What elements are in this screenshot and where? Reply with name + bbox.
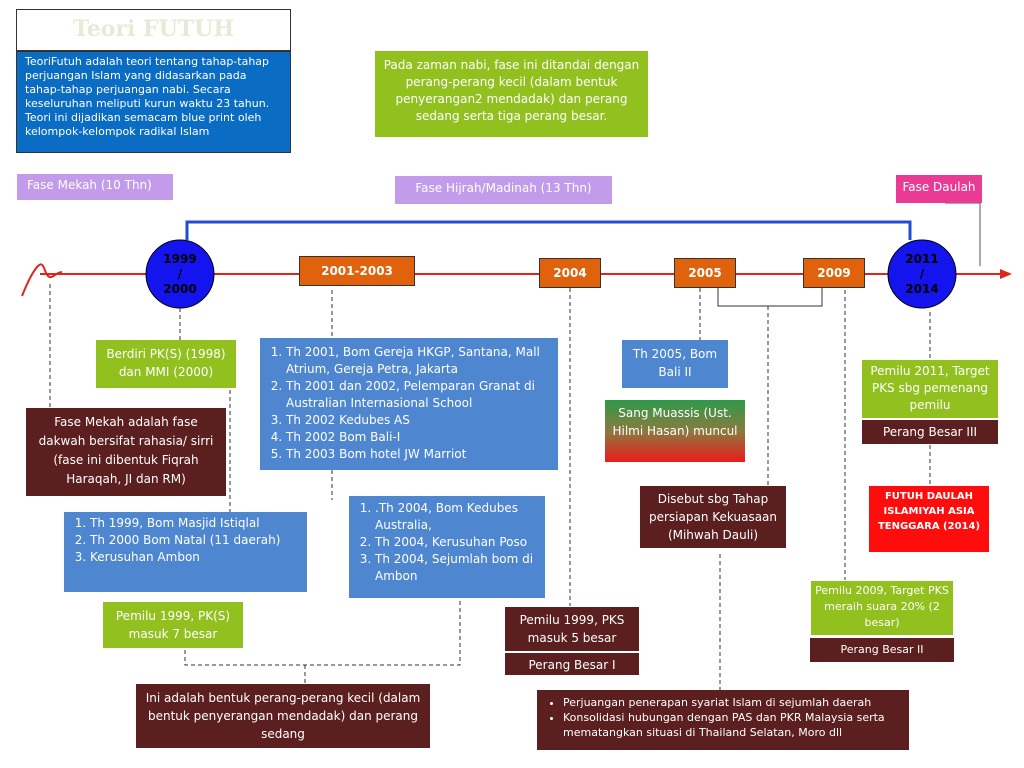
pemilu-2011-text: Pemilu 2011, Target PKS sbg pemenang pem… [870, 364, 990, 412]
fase-mekah-desc-box: Fase Mekah adalah fase dakwah bersifat r… [26, 408, 226, 496]
berdiri-text: Berdiri PK(S) (1998) dan MMI (2000) [106, 347, 226, 379]
circle-2011 [887, 239, 957, 309]
mihwah-box: Disebut sbg Tahap persiapan Kekuasaan (M… [640, 486, 786, 548]
events-2001-list: Th 2001, Bom Gereja HKGP, Santana, Mall … [266, 344, 552, 463]
pemilu-2011-box: Pemilu 2011, Target PKS sbg pemenang pem… [862, 360, 998, 418]
title-box: Teori FUTUH [16, 9, 291, 51]
madinah-bracket [185, 220, 912, 240]
circle-1999-label: 1999/2000 [163, 252, 197, 296]
mihwah-text: Disebut sbg Tahap persiapan Kekuasaan (M… [648, 492, 778, 542]
phase-madinah-label: Fase Hijrah/Madinah (13 Thn) [415, 181, 592, 195]
bom-bali-2-text: Th 2005, Bom Bali II [632, 347, 718, 379]
circle-1999 [145, 239, 215, 309]
year-2001-label: 2001-2003 [321, 264, 393, 278]
phase-mekah-label: Fase Mekah (10 Thn) [27, 178, 152, 192]
circle-2011-label: 2011/2014 [905, 252, 939, 296]
phase-daulah: Fase Daulah [896, 175, 982, 203]
year-2004: 2004 [539, 258, 601, 288]
year-2005-label: 2005 [688, 266, 722, 280]
pemilu-pks5-box: Pemilu 1999, PKS masuk 5 besar [504, 606, 640, 652]
zaman-nabi-text: Pada zaman nabi, fase ini ditandai denga… [383, 58, 640, 123]
sang-muassis-box: Sang Muassis (Ust. Hilmi Hasan) muncul [605, 400, 745, 462]
bullets-list: Perjuangan penerapan syariat Islam di se… [545, 695, 901, 740]
pemilu-1999-pks7-text: Pemilu 1999, PK(S) masuk 7 besar [115, 609, 231, 641]
timeline-squiggle [21, 263, 63, 297]
year-2005: 2005 [674, 258, 736, 288]
year-2004-label: 2004 [553, 266, 587, 280]
daulah-connector [945, 202, 981, 266]
intro-text: TeoriFutuh adalah teori tentang tahap-ta… [25, 55, 270, 138]
pemilu-2009-text: Pemilu 2009, Target PKS meraih suara 20%… [815, 584, 949, 629]
perang-kecil-text: Ini adalah bentuk perang-perang kecil (d… [145, 691, 421, 741]
zaman-nabi-box: Pada zaman nabi, fase ini ditandai denga… [375, 51, 648, 137]
timeline-arrow [1000, 269, 1012, 279]
intro-box: TeoriFutuh adalah teori tentang tahap-ta… [16, 51, 291, 153]
events-1999-box: Th 1999, Bom Masjid Istiqlal Th 2000 Bom… [64, 512, 307, 592]
year-2001-2003: 2001-2003 [299, 256, 415, 286]
futuh-daulah-box: FUTUH DAULAH ISLAMIYAH ASIA TENGGARA (20… [869, 486, 989, 552]
pemilu-2009-box: Pemilu 2009, Target PKS meraih suara 20%… [810, 580, 954, 636]
phase-madinah: Fase Hijrah/Madinah (13 Thn) [395, 176, 612, 204]
berdiri-box: Berdiri PK(S) (1998) dan MMI (2000) [96, 340, 236, 388]
events-1999-list: Th 1999, Bom Masjid Istiqlal Th 2000 Bom… [70, 515, 301, 566]
perang-besar-3-box: Perang Besar III [862, 420, 998, 444]
page-title: Teori FUTUH [72, 16, 235, 42]
phase-mekah: Fase Mekah (10 Thn) [17, 174, 173, 200]
perang-besar-1-box: Perang Besar I [504, 652, 640, 676]
perang-besar-2-text: Perang Besar II [840, 643, 924, 656]
sang-muassis-text: Sang Muassis (Ust. Hilmi Hasan) muncul [612, 406, 738, 438]
bom-bali-2-box: Th 2005, Bom Bali II [622, 340, 728, 388]
perang-besar-1-text: Perang Besar I [528, 658, 616, 672]
perang-besar-3-text: Perang Besar III [882, 425, 978, 439]
fase-mekah-desc-text: Fase Mekah adalah fase dakwah bersifat r… [38, 415, 214, 486]
futuh-daulah-text: FUTUH DAULAH ISLAMIYAH ASIA TENGGARA (20… [877, 491, 981, 532]
phase-daulah-label: Fase Daulah [902, 180, 976, 194]
events-2004-box: .Th 2004, Bom Kedubes Australia, Th 2004… [349, 496, 545, 598]
events-2004-list: .Th 2004, Bom Kedubes Australia, Th 2004… [355, 500, 539, 585]
year-2009: 2009 [803, 258, 865, 288]
bullets-box: Perjuangan penerapan syariat Islam di se… [537, 690, 909, 750]
perang-besar-2-box: Perang Besar II [810, 638, 954, 662]
events-2001-box: Th 2001, Bom Gereja HKGP, Santana, Mall … [260, 338, 558, 470]
pemilu-1999-pks7-box: Pemilu 1999, PK(S) masuk 7 besar [103, 602, 243, 648]
pemilu-pks5-text: Pemilu 1999, PKS masuk 5 besar [519, 613, 625, 645]
perang-kecil-box: Ini adalah bentuk perang-perang kecil (d… [136, 684, 430, 748]
year-2009-label: 2009 [817, 266, 851, 280]
